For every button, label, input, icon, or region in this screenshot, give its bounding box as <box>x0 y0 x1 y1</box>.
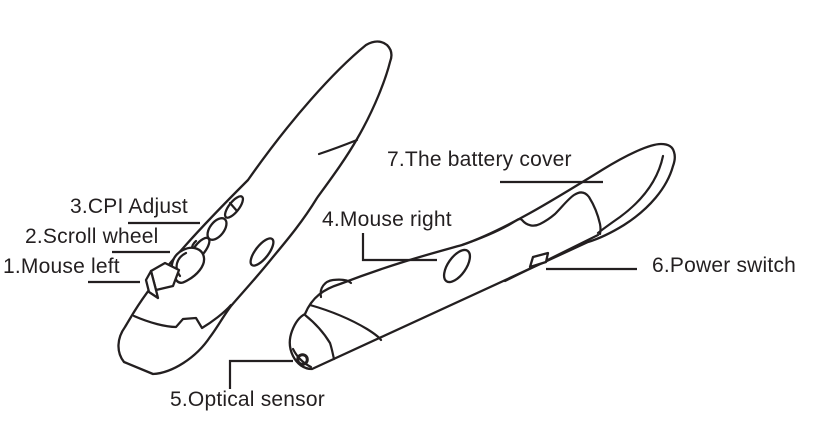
leader-lines <box>88 180 637 389</box>
mouse-right-button-hole <box>442 248 472 284</box>
label-power-switch: 6.Power switch <box>652 254 797 277</box>
side-grip-mark <box>249 237 275 267</box>
lower-crease-line <box>503 233 600 283</box>
power-switch-shape <box>528 251 550 269</box>
leader-mouse-right <box>361 233 437 262</box>
tip-seam-line <box>132 303 233 330</box>
battery-cover-seam <box>460 191 602 247</box>
cpi-button-divider <box>228 201 239 213</box>
label-cpi-adjust: 3.CPI Adjust <box>70 195 188 218</box>
tip-cap-rim <box>291 347 313 369</box>
leader-optical-sensor <box>228 359 293 389</box>
label-mouse-left: 1.Mouse left <box>3 255 120 278</box>
pen-body-outline <box>288 142 676 371</box>
label-scroll-wheel: 2.Scroll wheel <box>25 225 159 248</box>
rear-rim-inner-line <box>596 154 665 235</box>
label-mouse-right: 4.Mouse right <box>322 208 452 231</box>
top-edge-bump <box>319 278 353 299</box>
optical-sensor-circle <box>296 353 309 366</box>
mouse-left-button-side <box>144 269 160 300</box>
label-battery-cover: 7.The battery cover <box>387 148 572 171</box>
front-grip-seam <box>308 303 383 342</box>
tip-cap-seam <box>303 313 336 361</box>
pen-mouse-left-view <box>117 40 393 376</box>
label-optical-sensor: 5.Optical sensor <box>170 388 325 411</box>
cap-collar-line <box>317 138 359 156</box>
pen-mouse-right-view <box>288 142 676 371</box>
